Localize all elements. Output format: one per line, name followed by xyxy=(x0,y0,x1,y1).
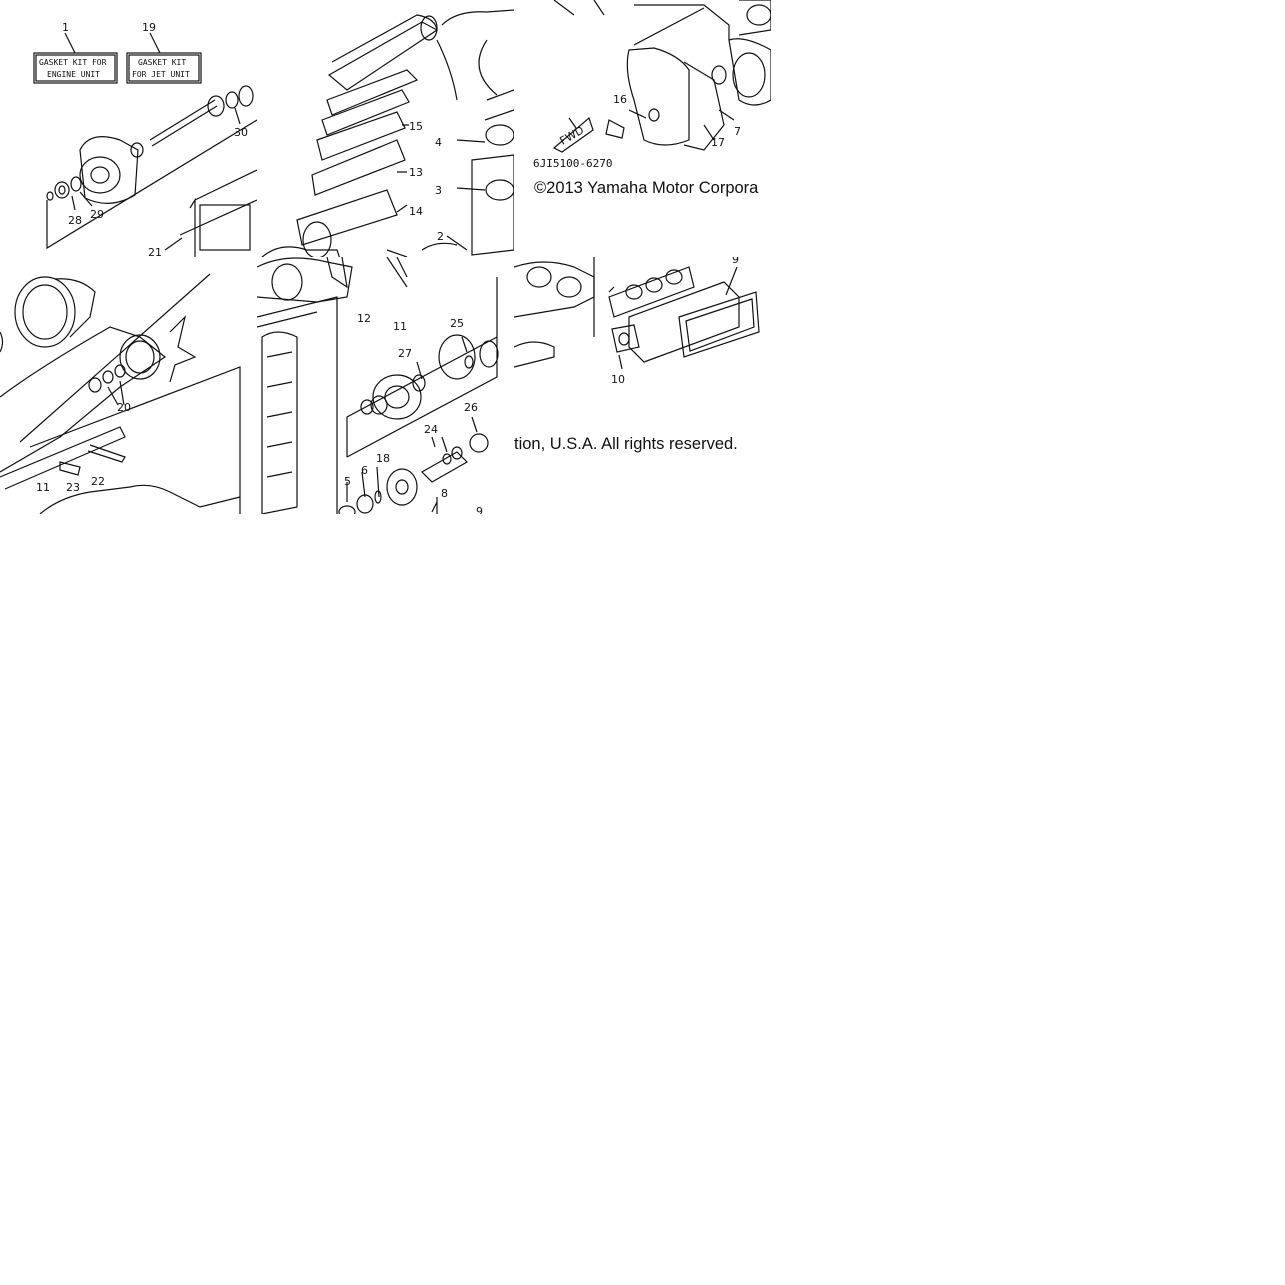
tile-center-drawing: 11 12 25 27 26 24 18 6 5 8 9 xyxy=(257,257,499,514)
label-kit-1: 1 xyxy=(62,21,69,34)
copyright-part-1: ©2013 Yamaha Motor Corpora xyxy=(534,179,759,197)
label-part-28: 28 xyxy=(68,214,82,227)
engine-kit-line2: ENGINE UNIT xyxy=(47,70,100,79)
label-kit-19: 19 xyxy=(142,21,156,34)
tile-middle-left-drawing: 20 11 23 22 xyxy=(0,273,241,514)
label-part-25: 25 xyxy=(450,317,464,330)
fwd-arrow-label: FWD xyxy=(558,124,587,148)
label-part-20: 20 xyxy=(117,401,131,414)
label-part-11-left: 11 xyxy=(36,481,50,494)
label-part-4: 4 xyxy=(435,136,442,149)
diagram-tile-top-left: 1 19 GASKET KIT FOR ENGINE UNIT GASKET K… xyxy=(0,0,257,257)
label-part-7: 7 xyxy=(734,125,741,138)
label-part-22: 22 xyxy=(91,475,105,488)
engine-kit-line1: GASKET KIT FOR xyxy=(39,58,107,67)
label-part-2: 2 xyxy=(437,230,444,243)
label-part-27: 27 xyxy=(398,347,412,360)
diagram-tile-center: 11 12 25 27 26 24 18 6 5 8 9 xyxy=(257,257,514,514)
copyright-part-2: tion, U.S.A. All rights reserved. xyxy=(514,435,738,453)
label-part-23: 23 xyxy=(66,481,80,494)
diagram-code: 6JI5100-6270 xyxy=(533,157,613,170)
tile-top-right-drawing: FWD 16 17 7 xyxy=(552,0,771,153)
label-part-17: 17 xyxy=(711,136,725,149)
label-part-6: 6 xyxy=(361,464,368,477)
diagram-tile-top-middle: 15 13 14 4 3 2 xyxy=(257,0,514,257)
tile-top-left-drawing: 1 19 GASKET KIT FOR ENGINE UNIT GASKET K… xyxy=(33,21,257,257)
label-part-12: 12 xyxy=(357,312,371,325)
diagram-tile-top-right: FWD 16 17 7 6JI5100-6270 ©2013 Yamaha Mo… xyxy=(514,0,771,257)
jet-kit-line2: FOR JET UNIT xyxy=(132,70,190,79)
label-part-11-center: 11 xyxy=(393,320,407,333)
label-part-10: 10 xyxy=(611,373,625,386)
label-part-9-bottom: 9 xyxy=(476,505,483,514)
tile-middle-right-drawing: 9 10 xyxy=(514,257,760,386)
diagram-tile-middle-right: 9 10 tion, U.S.A. All rights reserved. xyxy=(514,257,771,514)
label-part-16: 16 xyxy=(613,93,627,106)
label-part-9-top: 9 xyxy=(732,257,739,266)
label-part-30: 30 xyxy=(234,126,248,139)
tile-top-middle-drawing: 15 13 14 4 3 2 xyxy=(261,9,514,257)
label-part-21: 21 xyxy=(148,246,162,257)
diagram-tile-middle-left: 20 11 23 22 xyxy=(0,257,257,514)
label-part-5: 5 xyxy=(344,475,351,488)
jet-kit-line1: GASKET KIT xyxy=(138,58,186,67)
label-part-29: 29 xyxy=(90,208,104,221)
label-part-8: 8 xyxy=(441,487,448,500)
label-part-26: 26 xyxy=(464,401,478,414)
label-part-14: 14 xyxy=(409,205,423,218)
label-part-15: 15 xyxy=(409,120,423,133)
label-part-13: 13 xyxy=(409,166,423,179)
label-part-18: 18 xyxy=(376,452,390,465)
label-part-24: 24 xyxy=(424,423,438,436)
label-part-3: 3 xyxy=(435,184,442,197)
